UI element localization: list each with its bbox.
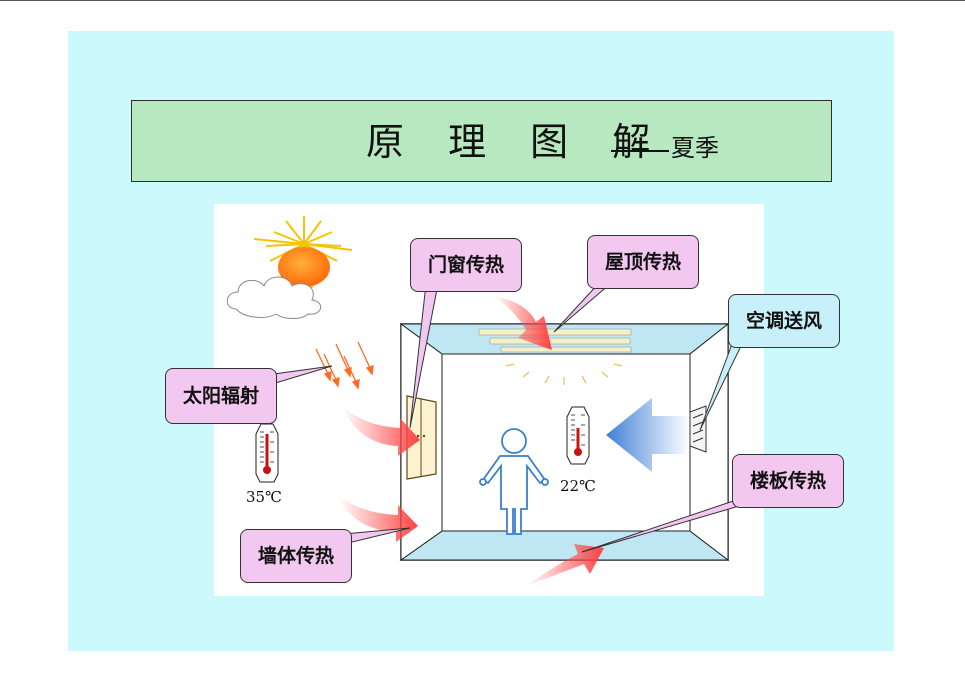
title-dash <box>611 150 669 152</box>
heat-arrow-floor <box>526 544 604 586</box>
title-banner: 原 理 图 解 夏季 <box>131 100 832 182</box>
outdoor-temperature: 35℃ <box>246 488 282 506</box>
callout-roof-heat: 屋顶传热 <box>587 235 699 289</box>
callout-wall-heat: 墙体传热 <box>240 529 352 583</box>
cloud-icon <box>226 276 322 319</box>
page-title: 原 理 图 解 <box>366 120 667 164</box>
subtitle-text: 夏季 <box>671 134 719 162</box>
person-icon <box>479 428 549 535</box>
sun-icon <box>253 216 353 289</box>
callout-solar-radiation: 太阳辐射 <box>165 368 277 424</box>
heat-transfer-diagram: 太阳辐射 门窗传热 屋顶传热 空调送风 楼板传热 墙体传热 35℃ 22℃ <box>165 204 844 596</box>
cool-air-arrow <box>606 398 690 472</box>
callout-ac-air: 空调送风 <box>728 294 840 348</box>
heat-arrow-roof <box>494 296 552 350</box>
thermometer-icon <box>255 423 279 483</box>
page-subtitle: 夏季 <box>611 133 719 163</box>
top-border-line <box>0 0 965 1</box>
indoor-temperature: 22℃ <box>560 477 596 495</box>
thermometer-icon <box>566 406 590 465</box>
solar-ray-arrows <box>315 341 374 390</box>
ac-unit-icon <box>689 405 707 453</box>
heat-arrow-window <box>342 406 420 456</box>
callout-window-heat: 门窗传热 <box>410 238 522 292</box>
callout-floor-heat: 楼板传热 <box>732 454 844 508</box>
window-icon <box>406 395 437 480</box>
